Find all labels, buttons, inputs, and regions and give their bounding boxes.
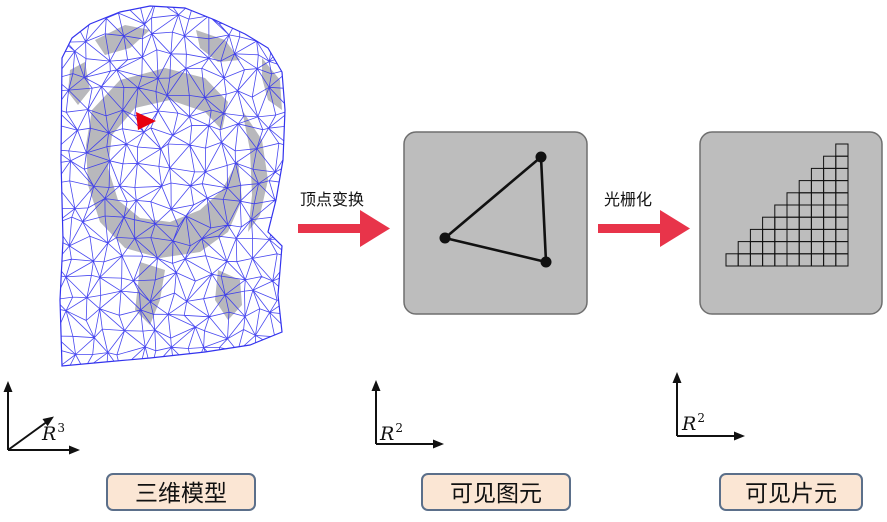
axes-icon xyxy=(672,372,745,441)
axis-label-fragment: R2 xyxy=(682,411,705,435)
arrow-label-vertex-transform: 顶点变换 xyxy=(300,190,365,209)
raster-grid-icon xyxy=(725,143,849,267)
vertex-transform-arrow xyxy=(298,210,390,247)
mesh-model-icon xyxy=(59,5,286,367)
arrow-label-rasterize: 光栅化 xyxy=(604,190,653,209)
triangle-icon xyxy=(439,151,552,268)
stage-label-model: 三维模型 xyxy=(106,473,256,511)
axis-label-primitive: R2 xyxy=(380,421,403,445)
fragment-panel xyxy=(699,131,883,315)
highlight-triangle-icon xyxy=(136,112,156,130)
axes-icon xyxy=(371,380,444,449)
fragment-cell xyxy=(835,143,849,157)
axes-icon xyxy=(3,381,80,455)
rasterize-arrow xyxy=(598,210,690,247)
primitive-panel xyxy=(403,131,588,315)
axis-label-model: R3 xyxy=(42,421,65,445)
stage-label-primitive: 可见图元 xyxy=(421,473,571,511)
stage-label-fragment: 可见片元 xyxy=(719,473,863,511)
